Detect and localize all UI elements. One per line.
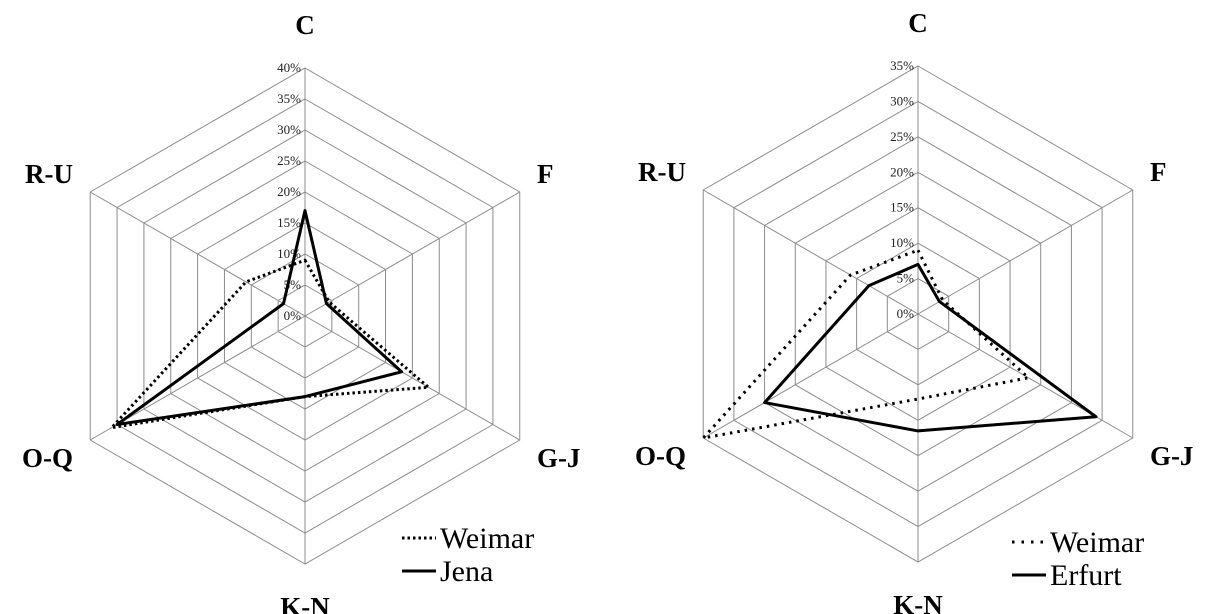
series-erfurt — [763, 262, 1098, 433]
axis-spoke — [917, 313, 1134, 439]
radar-chart-left: 0%5%10%15%20%25%30%35%40%CFG-JK-NO-QR-UW… — [22, 10, 580, 614]
tick-label: 15% — [277, 215, 301, 230]
tick-label: 10% — [890, 235, 914, 250]
legend-label-erfurt: Erfurt — [1050, 559, 1122, 592]
axis-label-f: F — [537, 159, 554, 189]
axis-label-f: F — [1150, 157, 1167, 187]
tick-label: 25% — [890, 129, 914, 144]
axis-spoke — [917, 189, 1134, 315]
tick-label: 0% — [284, 308, 302, 323]
axis-label-r-u: R-U — [638, 157, 686, 187]
axis-label-g-j: G-J — [1150, 441, 1194, 471]
axis-label-o-q: O-Q — [22, 443, 73, 473]
axis-spoke — [702, 313, 919, 439]
tick-label: 15% — [890, 200, 914, 215]
legend-label-weimar: Weimar — [440, 522, 534, 555]
axis-spoke — [304, 315, 521, 441]
tick-label: 35% — [890, 58, 914, 73]
tick-label: 35% — [277, 91, 301, 106]
axis-spoke — [89, 191, 306, 317]
axis-label-g-j: G-J — [537, 443, 581, 473]
axis-spoke — [304, 191, 521, 317]
tick-label: 25% — [277, 153, 301, 168]
axis-label-k-n: K-N — [893, 590, 943, 614]
series-jena — [115, 209, 404, 426]
tick-label: 20% — [277, 184, 301, 199]
axis-label-r-u: R-U — [25, 159, 73, 189]
legend-label-jena: Jena — [440, 555, 493, 588]
legend-label-weimar: Weimar — [1050, 526, 1144, 559]
tick-label: 5% — [897, 271, 915, 286]
series-weimar — [701, 248, 1030, 440]
axis-label-c: C — [295, 10, 315, 40]
tick-label: 0% — [897, 306, 915, 321]
axis-label-k-n: K-N — [280, 592, 330, 614]
tick-label: 20% — [890, 164, 914, 179]
axis-spoke — [702, 189, 919, 315]
radar-chart-right: 0% 5% 10% 15% 20% 25% 30% 35% C F G-J K-N O-Q R-U Weim… — [635, 8, 1193, 614]
axis-label-o-q: O-Q — [635, 441, 686, 471]
axis-label-c: C — [908, 8, 928, 38]
tick-label: 30% — [890, 93, 914, 108]
tick-label: 40% — [277, 60, 301, 75]
tick-label: 30% — [277, 122, 301, 137]
